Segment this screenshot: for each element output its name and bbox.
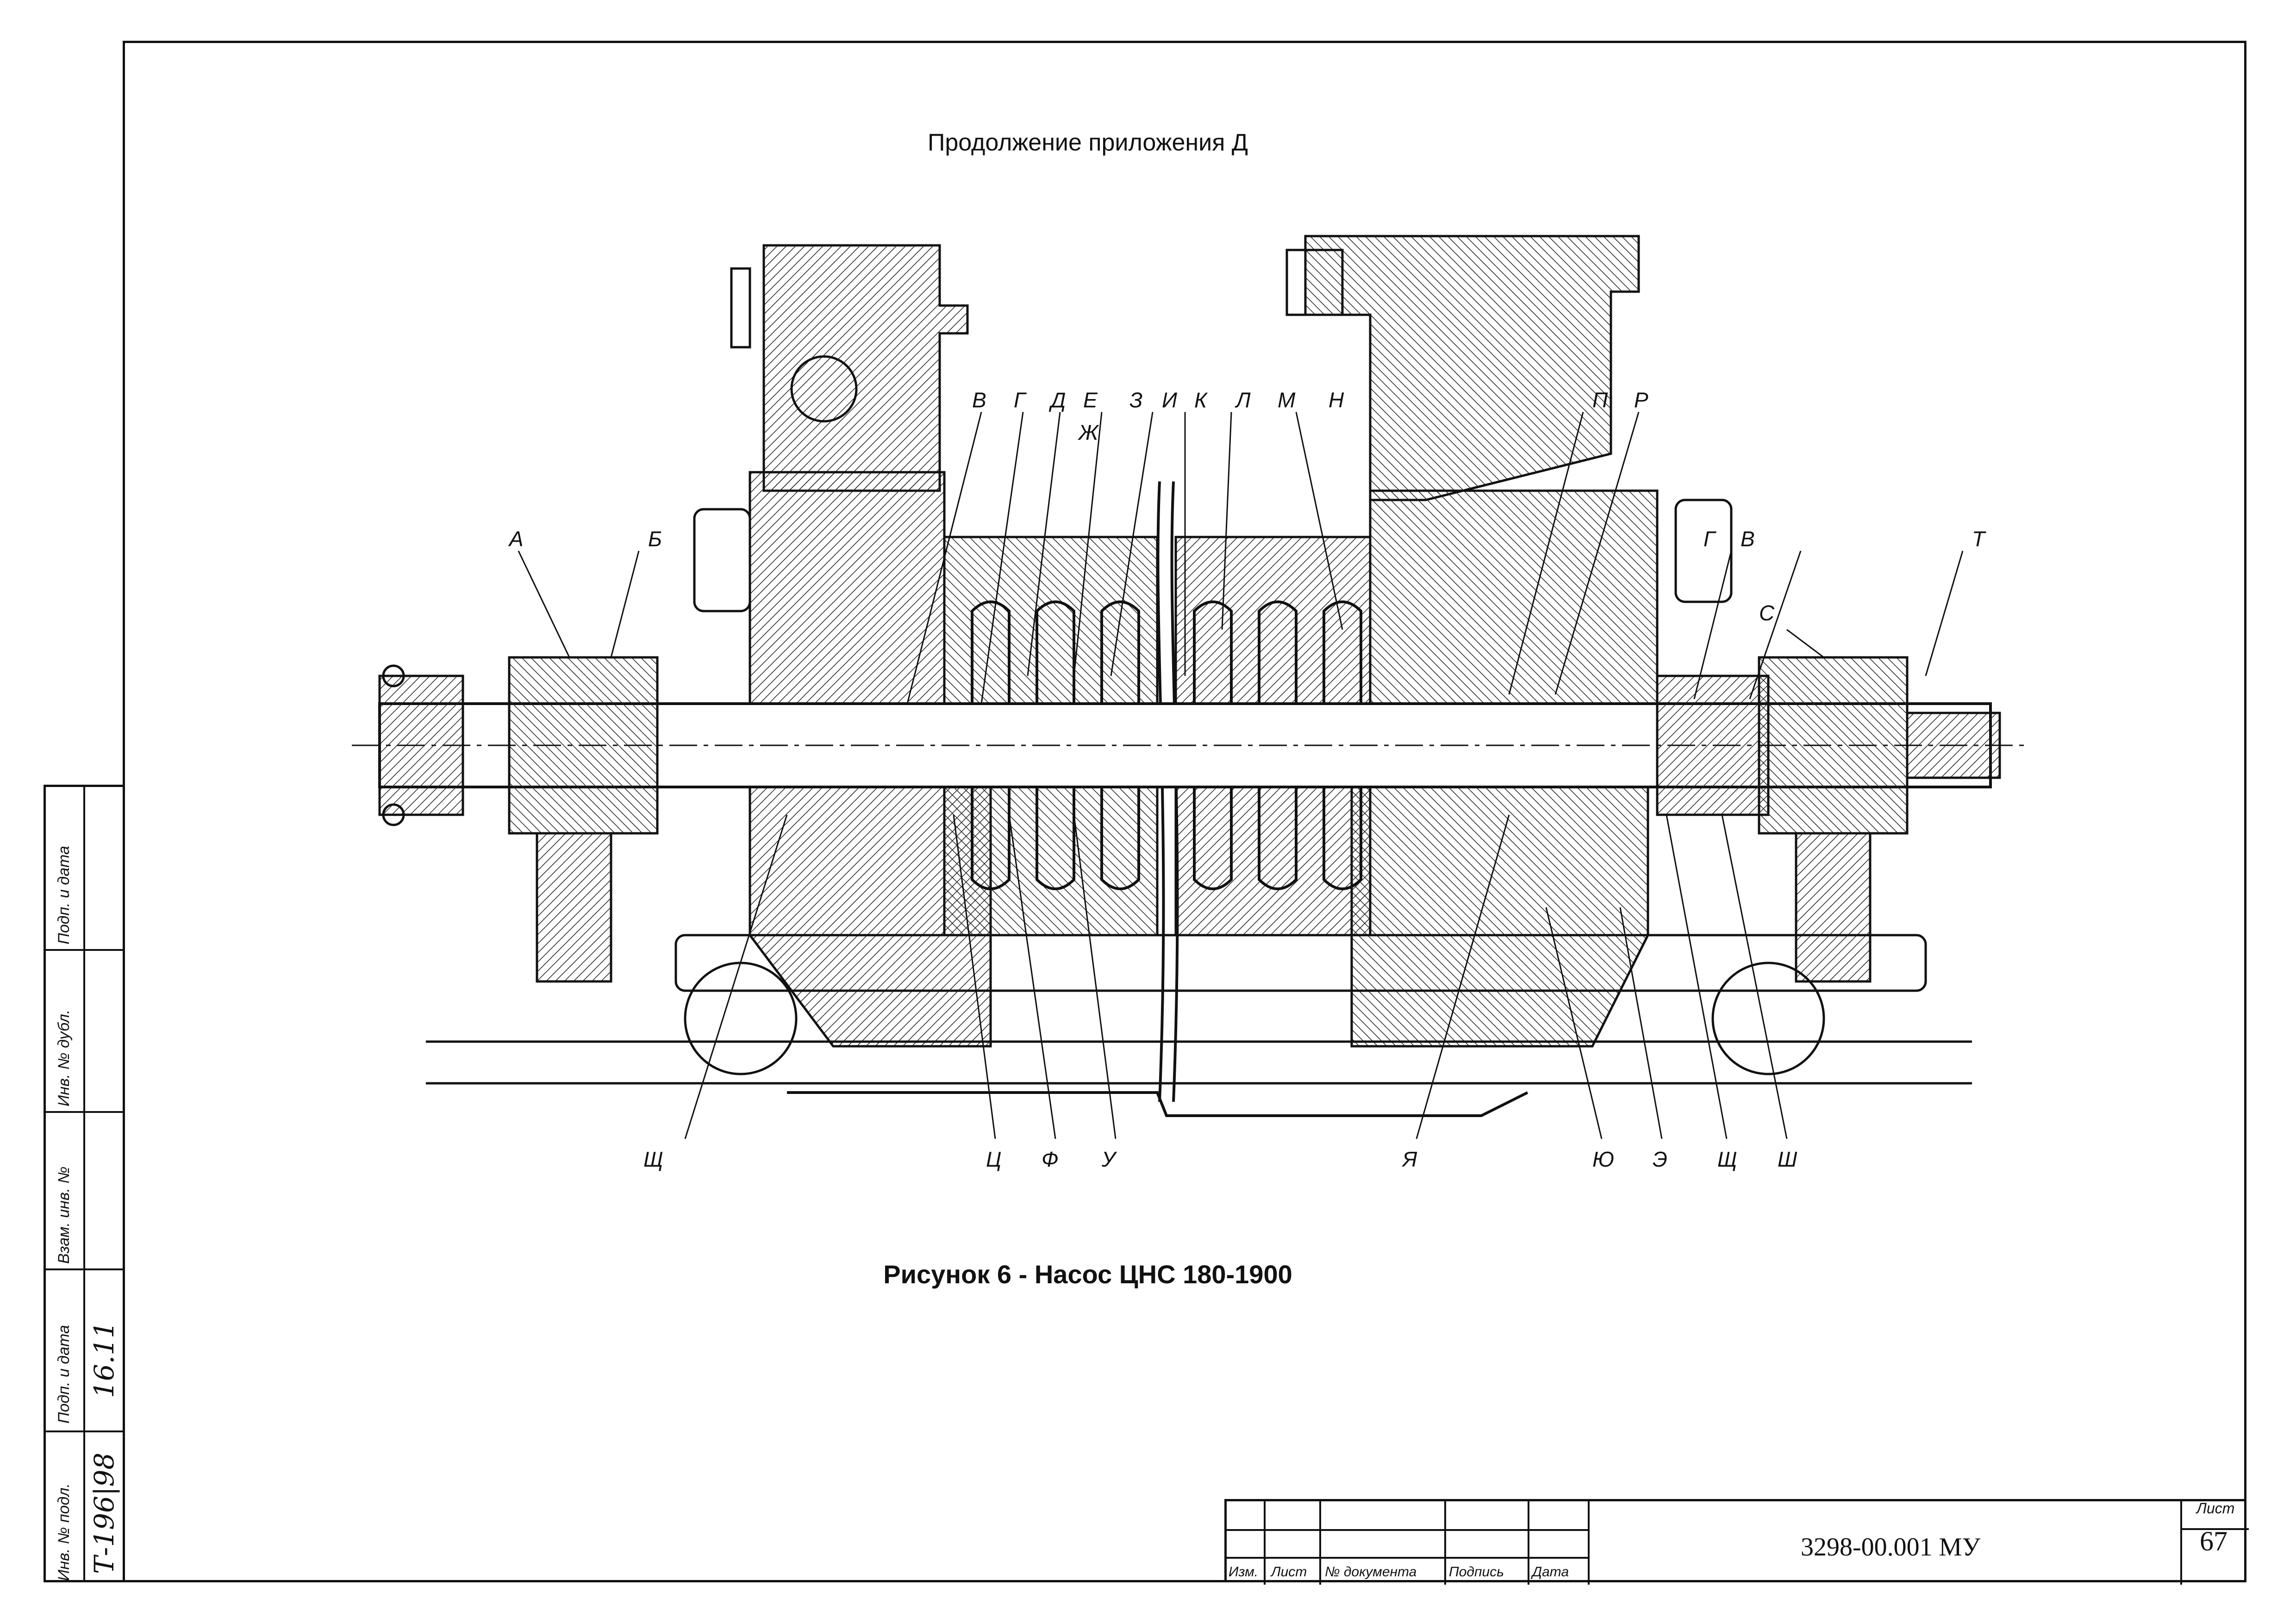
bearing-housing-right — [1758, 656, 1909, 835]
page-heading: Продолжение приложения Д — [927, 129, 1248, 156]
document-code: 3298-00.001 МУ — [1801, 1533, 1981, 1562]
callout-top: И — [1162, 388, 1177, 412]
callout-bottom: Ц — [986, 1147, 1001, 1171]
col-label-date: Дата — [1532, 1564, 1569, 1580]
stamp-signature-date: 16.11 — [88, 1321, 120, 1398]
stamp-label-inv-duplicate: Инв. № дубл. — [55, 1009, 73, 1106]
callout-bottom: Ш — [1778, 1147, 1797, 1171]
stamp-label-sign-date: Подп. и дата — [55, 846, 73, 944]
callout-bottom: Э — [1653, 1147, 1667, 1171]
callout-top: В — [972, 388, 986, 412]
callout-side: Б — [648, 527, 662, 551]
callout-side: В — [1741, 527, 1755, 551]
callout-top: Р — [1634, 388, 1648, 412]
stamp-label-replace-inv: Взам. инв. № — [55, 1166, 73, 1264]
callout-side: А — [508, 527, 524, 551]
col-label-signature: Подпись — [1449, 1564, 1504, 1580]
callout-side: Г — [1703, 527, 1716, 551]
callout-top: П — [1592, 388, 1608, 412]
stamp-label-sign-date: Подп. и дата — [55, 1325, 73, 1424]
suction-nozzle — [762, 244, 969, 492]
callout-side: Т — [1972, 527, 1986, 551]
col-label-document: № документа — [1325, 1564, 1417, 1580]
sheet-number: 67 — [2200, 1526, 2227, 1556]
callout-top: Е — [1083, 388, 1098, 412]
callout-side: С — [1759, 601, 1775, 625]
callout-top: М — [1278, 388, 1296, 412]
callout-bottom: Щ — [643, 1147, 663, 1171]
col-label-sheet: Лист — [1271, 1564, 1307, 1580]
stamp-label-inv-original: Инв. № подл. — [55, 1483, 73, 1581]
callout-bottom: Ю — [1592, 1147, 1614, 1171]
figure-caption: Рисунок 6 - Насос ЦНС 180-1900 — [883, 1260, 1292, 1289]
title-block: Изм. Лист № документа Подпись Дата — [1224, 1499, 2249, 1585]
coupling-left — [378, 675, 464, 816]
callout-top: Н — [1329, 388, 1344, 412]
callout-top: К — [1194, 388, 1208, 412]
callout-top: Ж — [1078, 420, 1099, 444]
callout-top: Д — [1048, 388, 1066, 412]
callout-bottom: Ф — [1042, 1147, 1059, 1171]
callout-bottom: Щ — [1717, 1147, 1737, 1171]
callout-top: Г — [1014, 388, 1027, 412]
discharge-casing — [1369, 489, 1659, 705]
col-label-change: Изм. — [1229, 1564, 1258, 1580]
callout-bottom: У — [1101, 1147, 1117, 1171]
stamp-inv-number: Т-196|98 — [88, 1452, 120, 1574]
callout-top: З — [1129, 388, 1142, 412]
sheet-label: Лист — [2196, 1500, 2235, 1517]
callout-bottom: Я — [1401, 1147, 1417, 1171]
pump-section-drawing: В Г Д Е Ж З И К Л М Н П Р А Б Г В С Т Щ … — [352, 235, 2028, 1171]
discharge-nozzle — [1304, 235, 1640, 501]
suction-casing — [749, 471, 946, 705]
bearing-housing-left — [508, 656, 659, 835]
side-stamp: Инв. № подл. Подп. и дата Взам. инв. № И… — [44, 785, 125, 1582]
drawing-frame — [123, 41, 2246, 1582]
callout-top: Л — [1235, 388, 1251, 412]
